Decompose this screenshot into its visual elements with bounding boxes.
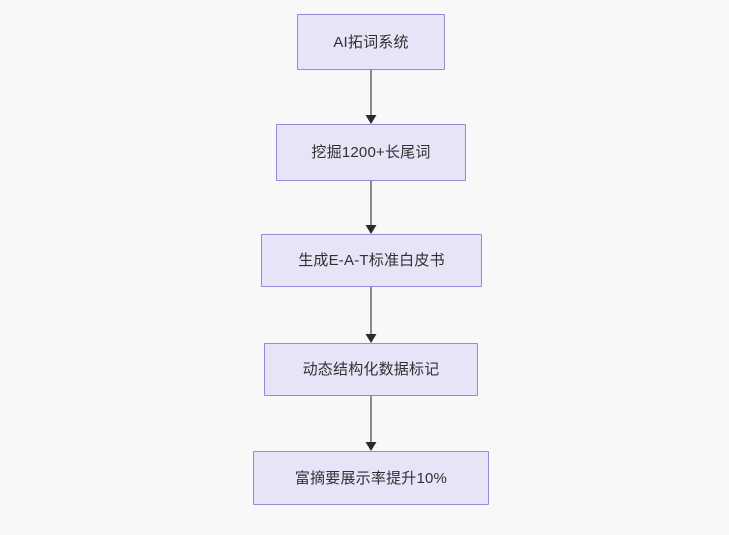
node-label: 富摘要展示率提升10%	[294, 469, 448, 487]
arrowhead-icon	[365, 442, 377, 451]
arrowhead-icon	[365, 115, 377, 124]
arrowhead-icon	[365, 225, 377, 234]
flowchart-node-rich-snippet-rate-increase[interactable]: 富摘要展示率提升10%	[253, 451, 489, 505]
edge-n2-n3	[365, 181, 377, 234]
edge-n1-n2	[365, 70, 377, 124]
edge-n3-n4	[365, 287, 377, 343]
arrowhead-icon	[365, 334, 377, 343]
node-label: AI拓词系统	[333, 33, 409, 51]
flowchart-node-generate-eat-whitepaper[interactable]: 生成E-A-T标准白皮书	[261, 234, 482, 287]
node-label: 动态结构化数据标记	[302, 361, 440, 378]
flowchart-node-dynamic-structured-data-markup[interactable]: 动态结构化数据标记	[264, 343, 478, 396]
flowchart-node-mine-longtail-keywords[interactable]: 挖掘1200+长尾词	[276, 124, 466, 181]
node-label: 生成E-A-T标准白皮书	[298, 252, 445, 269]
edge-n4-n5	[365, 396, 377, 451]
node-label: 挖掘1200+长尾词	[311, 144, 431, 161]
flowchart-node-ai-keyword-system[interactable]: AI拓词系统	[297, 14, 445, 70]
